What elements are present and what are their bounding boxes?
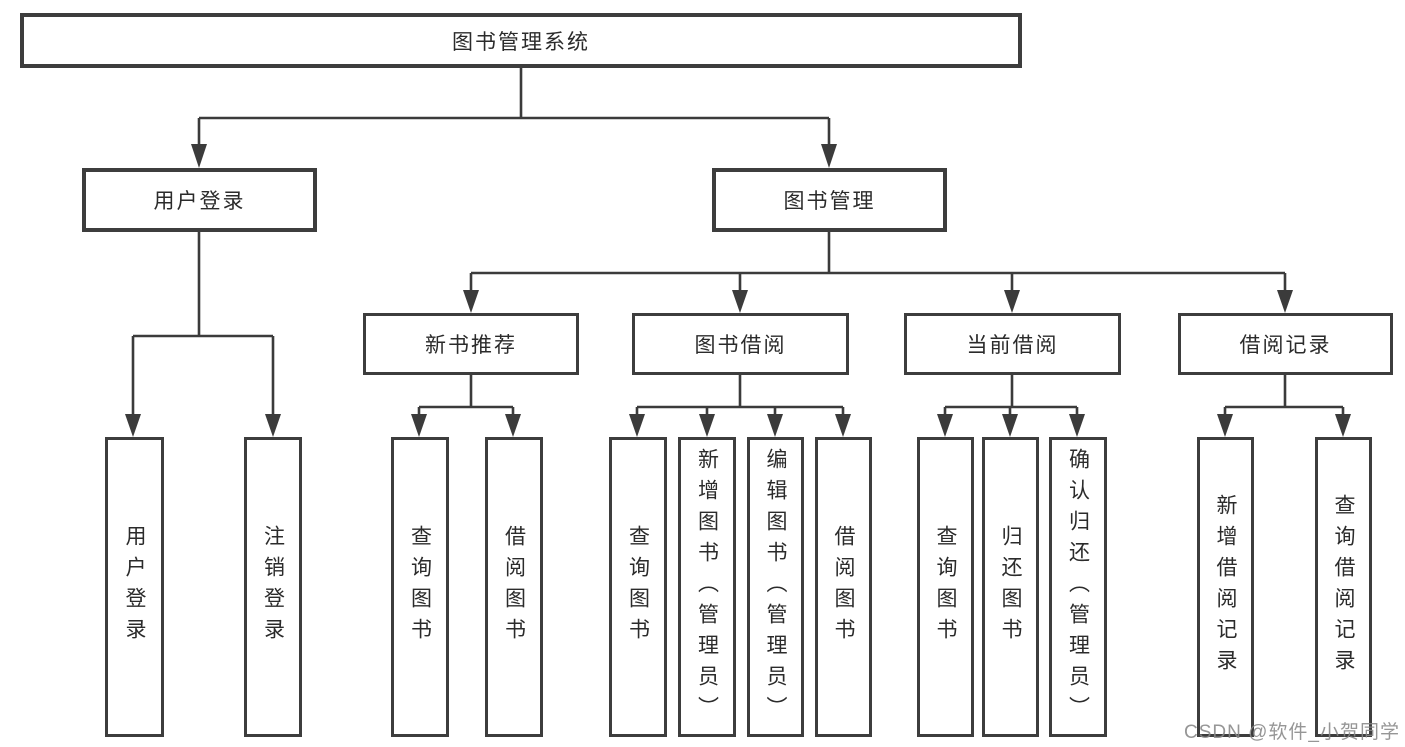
leaf-add-borrow-record: 新增借阅记录 xyxy=(1197,437,1254,737)
node-root-system: 图书管理系统 xyxy=(20,13,1022,68)
node-new-book-recommend: 新书推荐 xyxy=(363,313,579,375)
node-user-login: 用户登录 xyxy=(82,168,317,232)
leaf-logout: 注销登录 xyxy=(244,437,302,737)
leaf-query-books-borrow: 查询图书 xyxy=(609,437,667,737)
leaf-confirm-return-admin: 确认归还（管理员） xyxy=(1049,437,1107,737)
leaf-query-books-recommend: 查询图书 xyxy=(391,437,449,737)
connector-arrowheads xyxy=(125,144,1351,437)
leaf-edit-book-admin: 编辑图书（管理员） xyxy=(747,437,804,737)
leaf-add-book-admin: 新增图书（管理员） xyxy=(678,437,736,737)
node-book-borrow: 图书借阅 xyxy=(632,313,849,375)
leaf-query-books-current: 查询图书 xyxy=(917,437,974,737)
leaf-user-login: 用户登录 xyxy=(105,437,164,737)
leaf-borrow-books-recommend: 借阅图书 xyxy=(485,437,543,737)
csdn-watermark: CSDN @软件_小贺同学 xyxy=(1184,722,1400,743)
node-book-management: 图书管理 xyxy=(712,168,947,232)
connector-lines xyxy=(131,68,1345,415)
leaf-return-book: 归还图书 xyxy=(982,437,1039,737)
node-borrow-records: 借阅记录 xyxy=(1178,313,1393,375)
node-current-borrow: 当前借阅 xyxy=(904,313,1121,375)
leaf-borrow-books: 借阅图书 xyxy=(815,437,872,737)
leaf-query-borrow-record: 查询借阅记录 xyxy=(1315,437,1372,737)
